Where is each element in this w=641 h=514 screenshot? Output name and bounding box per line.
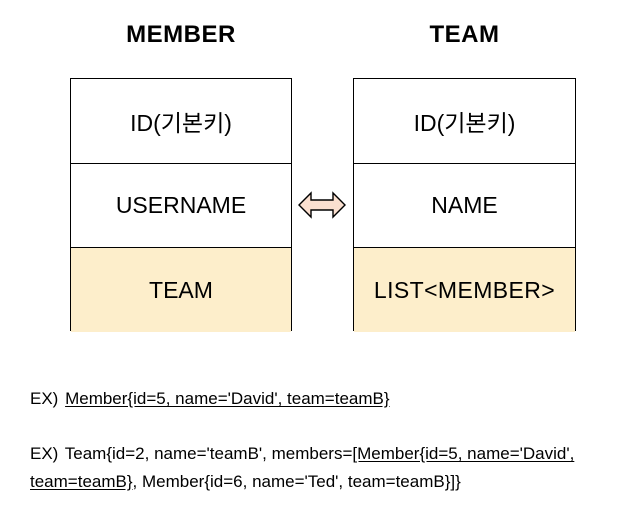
entity-field-team-list-member: LIST<MEMBER>: [354, 247, 575, 332]
entity-field-member-id: ID(기본키): [71, 79, 291, 163]
example-2-underlined-part-1: [Member{id=5, name='David',: [352, 444, 575, 463]
example-prefix-1: EX): [30, 389, 59, 408]
entity-table-team: ID(기본키) NAME LIST<MEMBER>: [353, 78, 576, 332]
entity-table-member: ID(기본키) USERNAME TEAM: [70, 78, 292, 332]
example-team-instance: EX) Team{id=2, name='teamB', members=[Me…: [30, 441, 574, 494]
entity-field-team-id: ID(기본키): [354, 79, 575, 163]
example-1-underlined-text: Member{id=5, name='David', team=teamB}: [65, 389, 390, 408]
example-2-plain-tail: , Member{id=6, name='Ted', team=teamB}]}: [132, 472, 461, 491]
double-headed-arrow-icon: [298, 191, 346, 219]
entity-field-member-username: USERNAME: [71, 163, 291, 247]
example-prefix-2: EX): [30, 444, 59, 463]
entity-title-member: MEMBER: [126, 21, 236, 48]
example-2-plain-head: Team{id=2, name='teamB', members=: [64, 444, 353, 463]
example-2-underlined-part-2: team=teamB}: [30, 472, 133, 491]
entity-title-team: TEAM: [429, 21, 500, 48]
entity-field-team-name: NAME: [354, 163, 575, 247]
entity-field-member-team: TEAM: [71, 247, 291, 332]
example-2-line-2: team=teamB}, Member{id=6, name='Ted', te…: [30, 469, 574, 494]
example-2-line-1: EX) Team{id=2, name='teamB', members=[Me…: [30, 444, 574, 463]
example-member-instance: EX) Member{id=5, name='David', team=team…: [30, 386, 390, 411]
